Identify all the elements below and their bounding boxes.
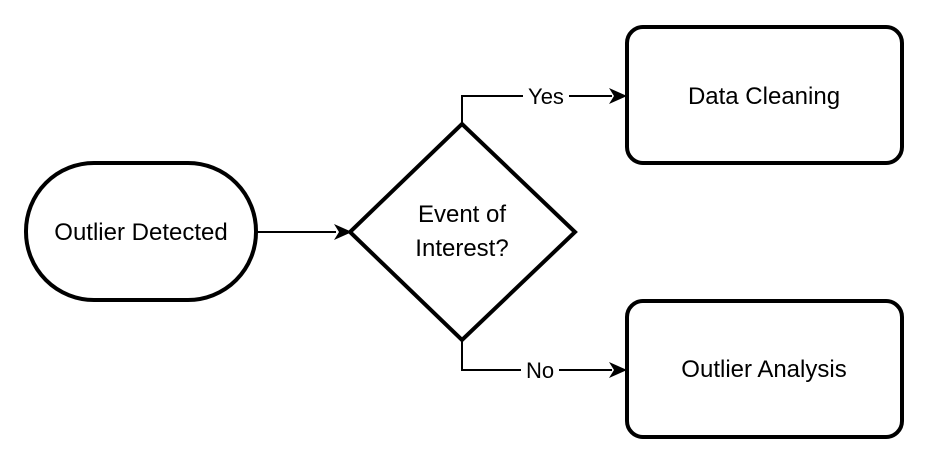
- data-cleaning-node: Data Cleaning: [625, 25, 904, 165]
- start-node-label: Outlier Detected: [54, 219, 227, 246]
- decision-node: Event of Interest?: [347, 121, 578, 343]
- data-cleaning-node-shape: [625, 25, 904, 165]
- edge-no-label-background: [521, 356, 559, 384]
- decision-node-label-line1: Event of: [418, 201, 506, 228]
- edge-yes: Yes: [461, 82, 627, 124]
- decision-node-label-line2: Interest?: [415, 235, 508, 262]
- data-cleaning-node-label: Data Cleaning: [688, 83, 840, 110]
- edge-no: No: [461, 341, 627, 384]
- edge-yes-label: Yes: [528, 84, 564, 109]
- outlier-analysis-node-label: Outlier Analysis: [681, 356, 846, 383]
- edge-start-to-decision: [257, 224, 352, 240]
- edge-no-label: No: [526, 358, 554, 383]
- outlier-analysis-node-shape: [625, 299, 904, 439]
- decision-node-shape: [347, 121, 578, 343]
- edge-yes-label-background: [523, 82, 569, 110]
- start-node-shape: [24, 161, 258, 302]
- outlier-analysis-node: Outlier Analysis: [625, 299, 904, 439]
- start-node: Outlier Detected: [24, 161, 258, 302]
